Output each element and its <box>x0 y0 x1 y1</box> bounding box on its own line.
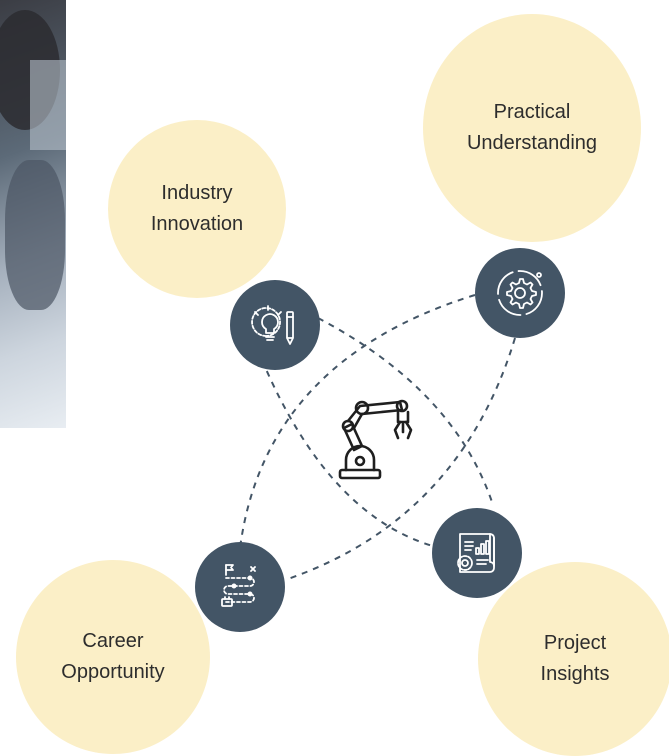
flowchart-icon <box>221 564 256 607</box>
gear-icon <box>497 270 543 316</box>
career-opportunity-bubble: Career Opportunity <box>16 560 210 754</box>
project-insights-node <box>432 508 522 598</box>
lightbulb-pencil-icon <box>251 305 294 345</box>
dashed-arc-practical-career-lower <box>284 337 516 581</box>
industry-innovation-line1: Industry <box>161 182 233 204</box>
career-opportunity-line1: Career <box>82 630 144 652</box>
robotic-arm-icon <box>338 399 413 480</box>
blueprint-gear-icon <box>457 533 495 573</box>
people-photo <box>0 0 66 428</box>
project-insights-line1: Project <box>543 632 607 654</box>
career-opportunity-line2: Opportunity <box>61 661 165 683</box>
project-insights-line2: Insights <box>540 663 610 685</box>
practical-understanding-line1: Practical <box>493 101 571 123</box>
industry-innovation-bubble: Industry Innovation <box>108 120 286 298</box>
practical-understanding-line2: Understanding <box>466 132 598 154</box>
project-insights-bubble: Project Insights <box>478 562 669 756</box>
career-opportunity-node <box>195 542 285 632</box>
practical-understanding-bubble: Practical Understanding <box>423 14 641 242</box>
dashed-arc-industry-project-upper <box>317 317 494 506</box>
practical-understanding-node <box>475 248 565 338</box>
industry-innovation-line2: Innovation <box>150 213 244 235</box>
industry-innovation-node <box>230 280 320 370</box>
